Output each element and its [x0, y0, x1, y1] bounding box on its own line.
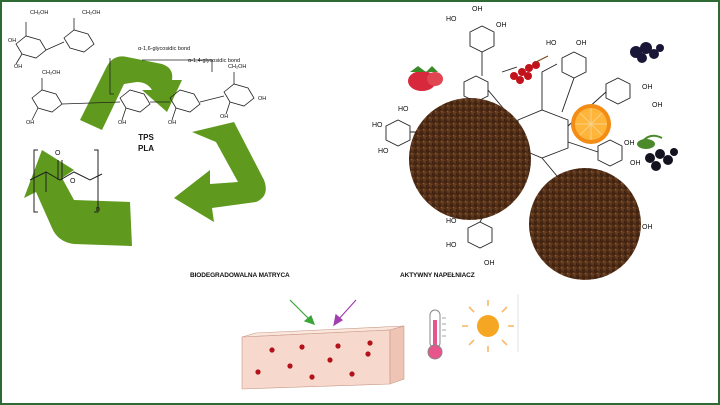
oh-label: OH [258, 96, 267, 102]
glucose-ring [119, 89, 151, 113]
ch2oh-label: CH₂OH [82, 10, 101, 16]
gallic-ring [597, 139, 623, 167]
ho-label: HO [446, 16, 457, 23]
ch2oh-label: CH₂OH [30, 10, 49, 16]
starch-structure [15, 18, 255, 121]
recycle-icon [24, 56, 266, 246]
ch2oh-label: CH₂OH [42, 70, 61, 76]
film-block [241, 325, 405, 390]
wood-filler-circle-2 [529, 168, 641, 280]
recycle-arrow-left [24, 150, 132, 246]
strawberry-icon [408, 66, 443, 91]
oh-label: OH [642, 224, 653, 231]
thermometer-icon [427, 309, 446, 360]
glucose-ring [223, 83, 255, 107]
wood-filler-circle-1 [409, 98, 531, 220]
oh-label: OH [576, 40, 587, 47]
glucose-ring [15, 35, 47, 59]
ho-label: HO [398, 106, 409, 113]
oh-label: OH [652, 102, 663, 109]
alpha14-bond-label: α-1,4-glycosidic bond [188, 58, 241, 64]
active-particles [255, 340, 373, 380]
currant-icon [510, 55, 549, 84]
arrow-green [289, 299, 316, 325]
oh-label: OH [642, 84, 653, 91]
alpha16-bond-label: α-1,6-glycosidic bond [138, 46, 191, 52]
ho-label: HO [446, 218, 457, 225]
oh-label: OH [496, 22, 507, 29]
orange-slice-icon [571, 104, 611, 144]
gallic-ring [463, 75, 489, 103]
o-atom-label: O [70, 178, 76, 185]
polymer-labels: TPS PLA [138, 132, 154, 154]
ho-label: HO [372, 122, 383, 129]
oh-label: OH [472, 6, 483, 13]
gallic-ring [469, 25, 495, 53]
oh-label: OH [168, 120, 177, 126]
oh-label: OH [630, 160, 641, 167]
oh-label: OH [118, 120, 127, 126]
oh-label: OH [484, 260, 495, 267]
matrix-label: BIODEGRADOWALNA MATRYCA [190, 272, 290, 279]
oh-label: OH [8, 38, 17, 44]
filler-label: AKTYWNY NAPEŁNIACZ [400, 272, 475, 279]
recycle-arrow-top [80, 56, 182, 130]
recycle-arrow-right [174, 122, 266, 222]
gallic-ring [385, 119, 411, 147]
glucose-ring [31, 89, 63, 113]
gallic-ring [561, 51, 587, 79]
film-front-face [241, 329, 391, 390]
ho-label: HO [446, 242, 457, 249]
ch2oh-label: CH₂OH [228, 64, 247, 70]
gallic-ring [605, 77, 631, 105]
chokeberry-icon [637, 134, 678, 171]
gallic-ring [467, 221, 493, 249]
oh-label: OH [26, 120, 35, 126]
blackberry-icon [630, 42, 664, 63]
pla-structure [29, 149, 103, 213]
tps-label: TPS [138, 133, 154, 142]
sun-icon [462, 294, 519, 352]
ho-label: HO [378, 148, 389, 155]
ho-label: HO [546, 40, 557, 47]
o-atom-label: O [55, 150, 61, 157]
oh-label: OH [14, 64, 23, 70]
glucose-ring [63, 29, 95, 53]
arrow-purple [333, 299, 357, 327]
pla-n-subscript: n [96, 206, 100, 213]
pla-label: PLA [138, 144, 154, 153]
film-side-face [389, 325, 405, 385]
oh-label: OH [220, 114, 229, 120]
oh-label: OH [624, 140, 635, 147]
